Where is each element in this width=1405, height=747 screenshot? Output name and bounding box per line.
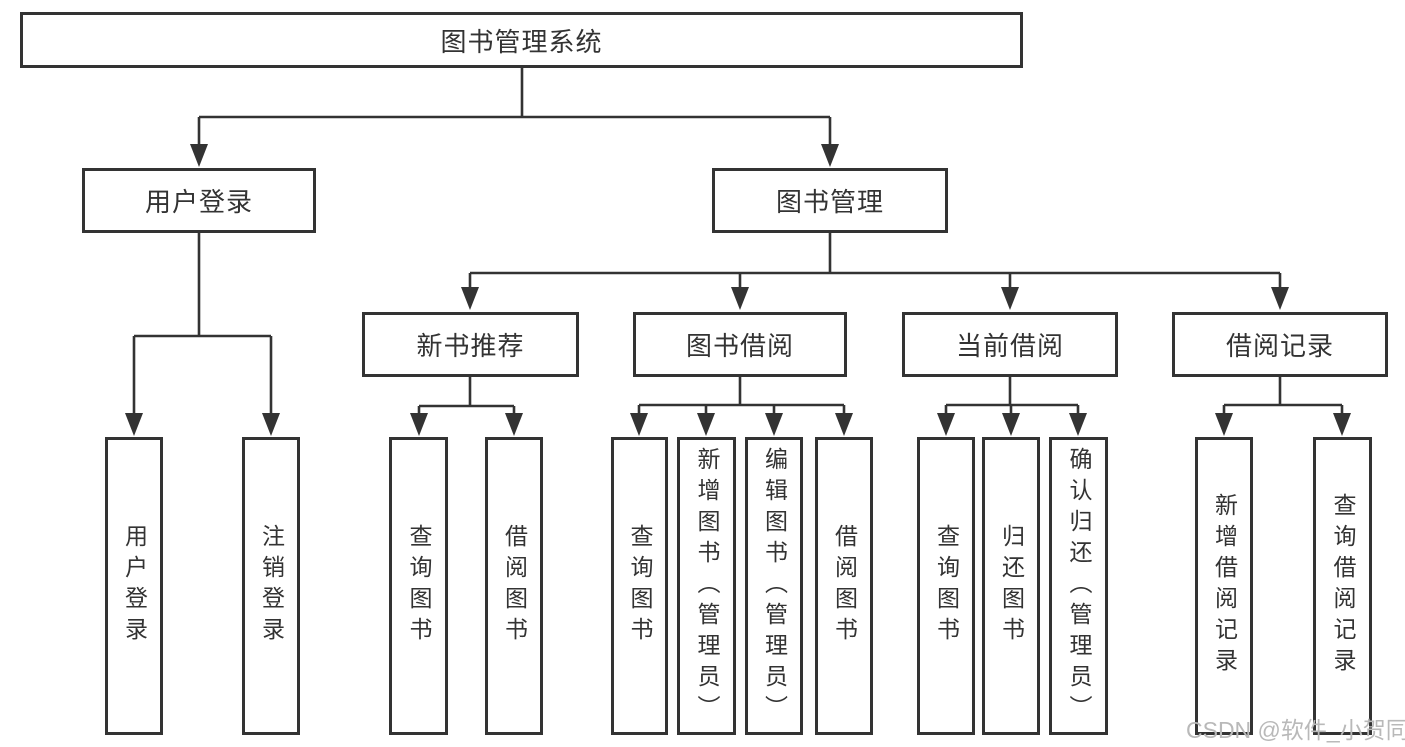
leaf-records-add-borrow-record-label: 新增借阅记录 xyxy=(1211,493,1238,679)
leaf-logout-label: 注销登录 xyxy=(258,524,285,648)
node-new-book-recommend: 新书推荐 xyxy=(362,312,579,377)
leaf-borrow-query-books: 查询图书 xyxy=(611,437,668,735)
node-root-label: 图书管理系统 xyxy=(440,26,603,57)
node-book-management: 图书管理 xyxy=(712,168,948,233)
node-book-management-label: 图书管理 xyxy=(775,187,884,217)
node-book-borrow-label: 图书借阅 xyxy=(685,331,794,361)
leaf-newbook-query-books: 查询图书 xyxy=(389,437,448,735)
node-borrow-records-label: 借阅记录 xyxy=(1225,331,1334,361)
arrowheads xyxy=(125,117,1351,436)
node-current-borrow: 当前借阅 xyxy=(902,312,1118,377)
leaf-user-login-label: 用户登录 xyxy=(121,524,148,648)
leaf-current-return-books: 归还图书 xyxy=(982,437,1040,735)
leaf-current-query-books-label: 查询图书 xyxy=(933,524,960,648)
node-current-borrow-label: 当前借阅 xyxy=(955,331,1064,361)
leaf-newbook-borrow-books-label: 借阅图书 xyxy=(501,524,528,648)
leaf-borrow-borrow-books: 借阅图书 xyxy=(815,437,873,735)
leaf-newbook-borrow-books: 借阅图书 xyxy=(485,437,543,735)
leaf-current-query-books: 查询图书 xyxy=(917,437,975,735)
trunk-lines xyxy=(134,67,1342,408)
node-user-login: 用户登录 xyxy=(82,168,316,233)
node-user-login-label: 用户登录 xyxy=(144,187,253,217)
leaf-records-query-borrow-record: 查询借阅记录 xyxy=(1313,437,1372,735)
leaf-current-confirm-return-admin: 确认归还（管理员） xyxy=(1049,437,1108,735)
leaf-records-add-borrow-record: 新增借阅记录 xyxy=(1195,437,1253,735)
leaf-current-confirm-return-admin-label: 确认归还（管理员） xyxy=(1066,446,1092,726)
leaf-current-return-books-label: 归还图书 xyxy=(998,524,1025,648)
leaf-records-query-borrow-record-label: 查询借阅记录 xyxy=(1330,493,1356,679)
watermark: CSDN @软件_小贺同学 xyxy=(1186,717,1405,743)
leaf-borrow-query-books-label: 查询图书 xyxy=(627,524,653,648)
leaf-newbook-query-books-label: 查询图书 xyxy=(406,524,432,648)
leaf-borrow-edit-books-admin-label: 编辑图书（管理员） xyxy=(761,446,788,726)
leaf-borrow-edit-books-admin: 编辑图书（管理员） xyxy=(745,437,803,735)
node-new-book-recommend-label: 新书推荐 xyxy=(416,331,525,361)
leaf-user-login: 用户登录 xyxy=(105,437,163,735)
leaf-borrow-add-books-admin: 新增图书（管理员） xyxy=(677,437,736,735)
leaf-borrow-add-books-admin-label: 新增图书（管理员） xyxy=(694,446,720,726)
leaf-logout: 注销登录 xyxy=(242,437,300,735)
node-book-borrow: 图书借阅 xyxy=(633,312,847,377)
node-borrow-records: 借阅记录 xyxy=(1172,312,1388,377)
node-root: 图书管理系统 xyxy=(20,12,1023,68)
leaf-borrow-borrow-books-label: 借阅图书 xyxy=(831,524,858,648)
